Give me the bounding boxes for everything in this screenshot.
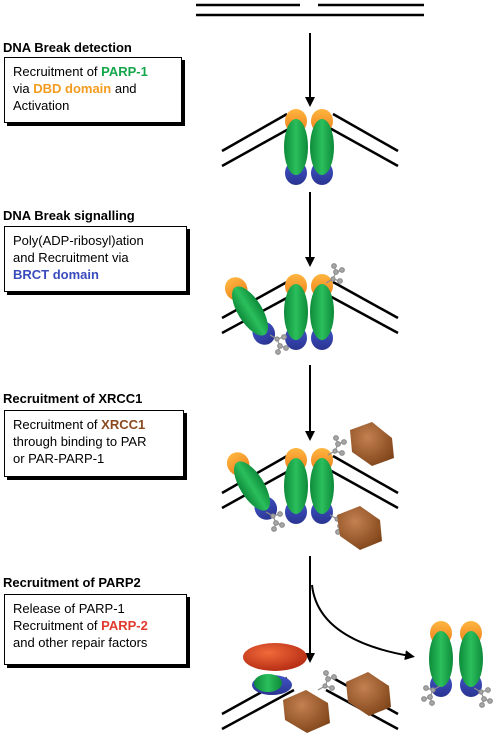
parp1-protein (284, 274, 308, 350)
released-parp1-protein (429, 621, 453, 697)
brct-domain-label: BRCT domain (13, 267, 99, 282)
step4-text: Release of PARP-1 (13, 601, 125, 616)
step2-heading: DNA Break signalling (3, 208, 135, 223)
parp1-protein (219, 272, 281, 350)
parp1-protein (310, 109, 334, 185)
step1-text: Activation (13, 98, 70, 113)
parp2-label: PARP-2 (101, 618, 148, 633)
parp1-protein (310, 274, 334, 350)
parp1-label: PARP-1 (101, 64, 148, 79)
step3-description-box: Recruitment of XRCC1 through binding to … (4, 410, 184, 477)
repair-factor-protein (283, 690, 330, 733)
par-chain (327, 435, 347, 456)
step1-text: and (111, 81, 137, 96)
step4-heading: Recruitment of PARP2 (3, 575, 141, 590)
step3-text: through binding to PAR (13, 434, 147, 449)
parp1-protein (284, 109, 308, 185)
step1-text: Recruitment of (13, 64, 102, 79)
parp2-protein (243, 643, 307, 671)
parp2-protein (254, 674, 282, 692)
step1-heading: DNA Break detection (3, 40, 132, 55)
step1-text: via (13, 81, 34, 96)
step4-description-box: Release of PARP-1 Recruitment of PARP-2 … (4, 594, 187, 665)
release-arrow (311, 584, 415, 661)
step2-text: Poly(ADP-ribosyl)ation (13, 233, 144, 248)
xrcc1-protein (350, 422, 394, 466)
step3-text: Recruitment of (13, 417, 102, 432)
intact-dna (196, 3, 424, 17)
released-parp1-protein (459, 621, 483, 697)
xrcc1-protein (337, 506, 382, 550)
dbd-domain-label: DBD domain (33, 81, 112, 96)
step1-description-box: Recruitment of PARP-1 via DBD domain and… (4, 57, 182, 123)
step2-description-box: Poly(ADP-ribosyl)ation and Recruitment v… (4, 226, 187, 292)
parp1-protein (221, 447, 283, 525)
step3-text: or PAR-PARP-1 (13, 451, 105, 466)
step4-text: and other repair factors (13, 635, 148, 650)
step3-heading: Recruitment of XRCC1 (3, 391, 143, 406)
xrcc1-label: XRCC1 (101, 417, 146, 432)
step2-text: and Recruitment via (13, 250, 129, 265)
par-chain (317, 670, 337, 691)
xrcc1-protein (346, 672, 391, 716)
stage1-dna (221, 112, 399, 168)
parp1-protein (310, 448, 334, 524)
parp1-protein (284, 448, 308, 524)
step4-text: Recruitment of (13, 618, 102, 633)
